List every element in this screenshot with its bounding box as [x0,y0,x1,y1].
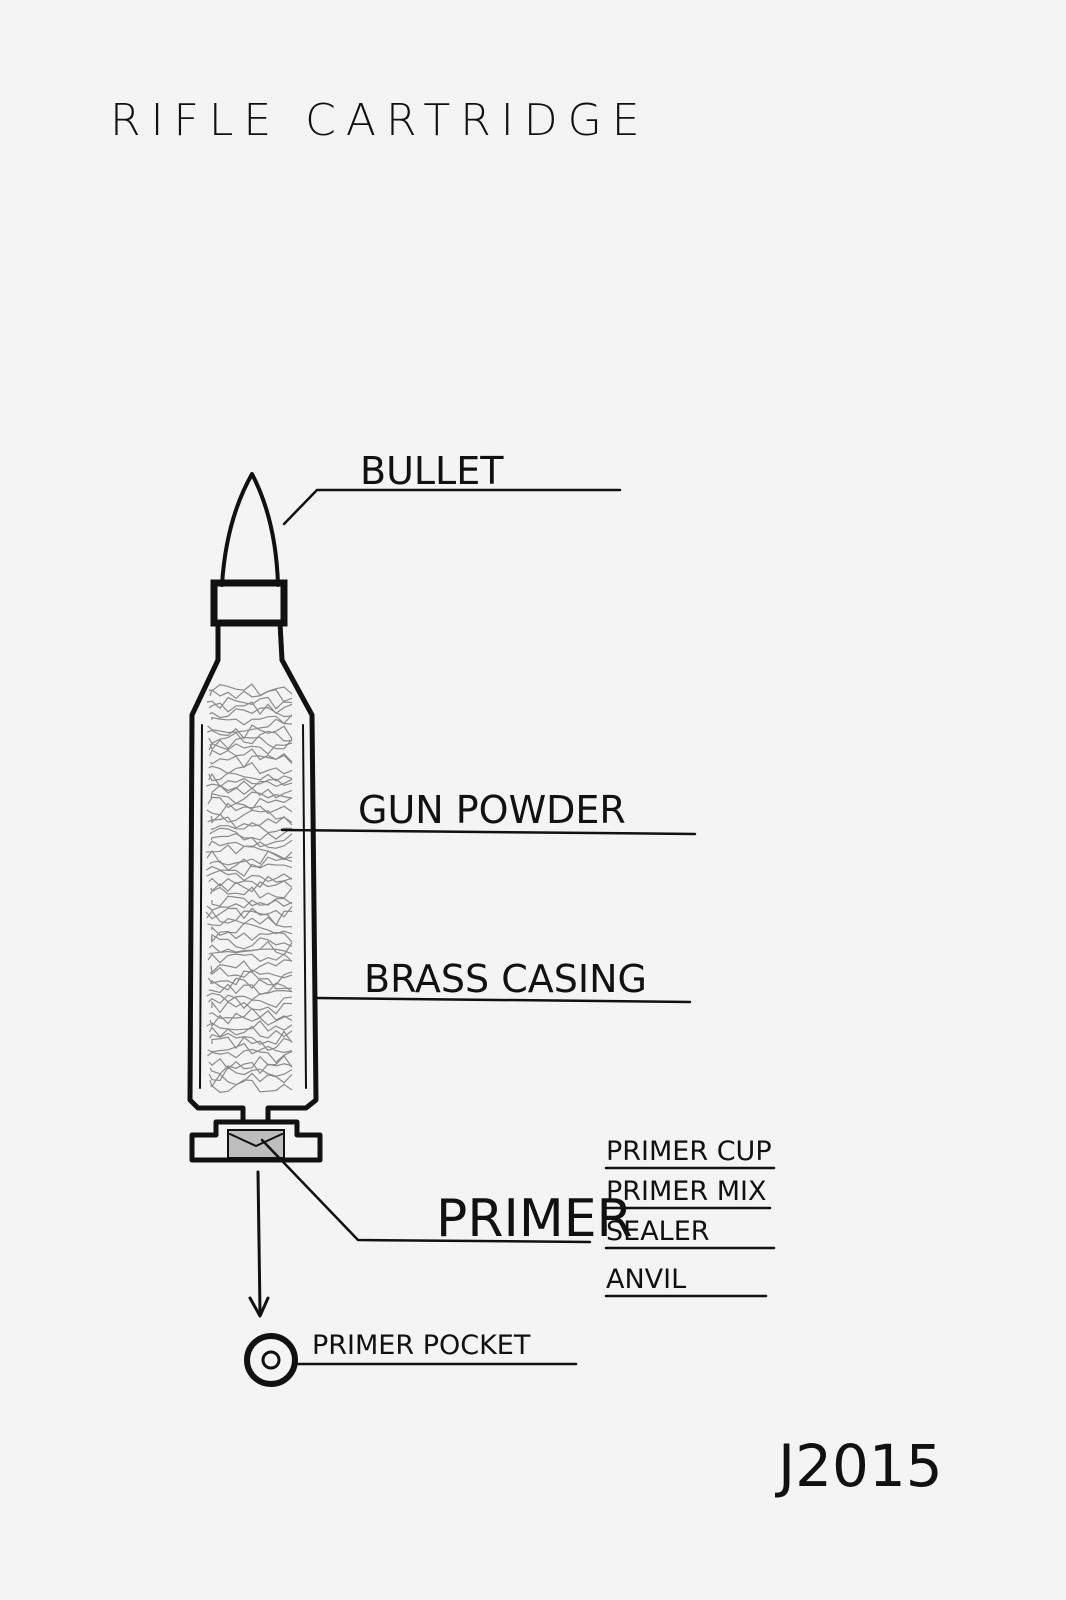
powder-scribble [208,772,293,782]
casing-base [189,1119,323,1163]
primer-anvil-shape [229,1133,283,1147]
bullet-leader [282,488,622,526]
powder-scribble [211,895,293,907]
powder-scribble [209,1061,293,1075]
brass-casing-shape [187,620,319,1125]
powder-scribble [211,922,293,937]
powder-scribble [209,1030,293,1045]
powder-scribble [208,948,293,955]
primer-parts-lines [604,1166,776,1298]
label-anvil: ANVIL [606,1264,686,1295]
powder-scribble [210,977,293,991]
label-primer-pocket: PRIMER POCKET [312,1330,531,1361]
casing-inner-wall [199,724,307,1089]
powder-scribble [210,791,293,805]
powder-scribble [208,1066,293,1082]
powder-scribble [209,689,293,704]
powder-scribble [208,742,293,755]
powder-scribble [210,833,293,848]
powder-scribble [206,863,293,878]
powder-scribble [208,683,293,697]
label-gun-powder: GUN POWDER [358,788,626,832]
powder-scribble [209,748,293,763]
primer-pocket-arrow [248,1170,270,1318]
label-bullet: BULLET [360,449,504,493]
powder-scribble [209,736,293,751]
powder-scribble [211,784,293,799]
powder-scribble [209,707,293,719]
powder-scribble [211,934,293,950]
powder-scribble [206,1019,293,1032]
powder-scribble [208,730,293,745]
powder-scribble [210,809,293,824]
powder-scribble [208,772,293,788]
bullet-band [210,579,288,627]
powder-scribble [207,816,293,829]
gun-powder-leader [280,828,697,836]
powder-scribble [207,953,293,964]
diagram-title: RIFLE CARTRIDGE [110,95,650,146]
brass-casing-leader [314,996,692,1004]
powder-scribble [206,849,293,866]
label-sealer: SEALER [606,1216,710,1247]
powder-scribble [206,802,293,816]
powder-scribble [206,990,293,1003]
powder-scribble [209,886,293,899]
powder-scribble [208,1025,293,1039]
powder-scribble [211,930,293,944]
powder-scribble [211,714,293,726]
powder-scribble [207,724,293,740]
powder-scribble [207,994,293,1010]
powder-scribble [208,701,293,715]
primer-pocket-icon [244,1333,298,1387]
powder-scribble [207,970,293,986]
cartridge-illustration [187,472,323,1163]
powder-scribble [207,718,293,734]
powder-scribble [209,1012,293,1028]
powder-scribble [209,856,293,872]
bullet-shape [220,472,280,587]
powder-scribble [209,754,293,769]
powder-scribble [205,844,293,860]
powder-scribble [209,966,293,979]
label-primer-mix: PRIMER MIX [606,1176,766,1207]
powder-scribble [207,916,293,928]
powder-scribble [210,1079,293,1093]
primer-leader [260,1138,592,1244]
gun-powder-fill [205,683,293,1093]
powder-scribble [206,910,293,927]
powder-scribble [211,822,293,834]
powder-scribble [210,959,293,974]
powder-scribble [211,1000,293,1015]
powder-scribble [207,1048,293,1064]
powder-scribble [206,778,293,794]
label-brass-casing: BRASS CASING [364,957,647,1001]
label-primer: PRIMER [436,1189,633,1249]
powder-scribble [208,1054,293,1070]
powder-scribble [207,1042,293,1055]
label-primer-cup: PRIMER CUP [606,1136,772,1167]
powder-scribble [211,1036,293,1051]
powder-scribble [210,880,293,893]
powder-scribble [209,827,293,841]
powder-scribble [209,1072,293,1088]
leader-lines [248,488,776,1366]
powder-scribble [208,982,293,996]
powder-scribble [205,905,293,920]
powder-scribble [206,869,293,883]
powder-scribble [206,899,293,911]
signature: J2015 [775,1432,943,1500]
powder-scribble [208,761,293,775]
